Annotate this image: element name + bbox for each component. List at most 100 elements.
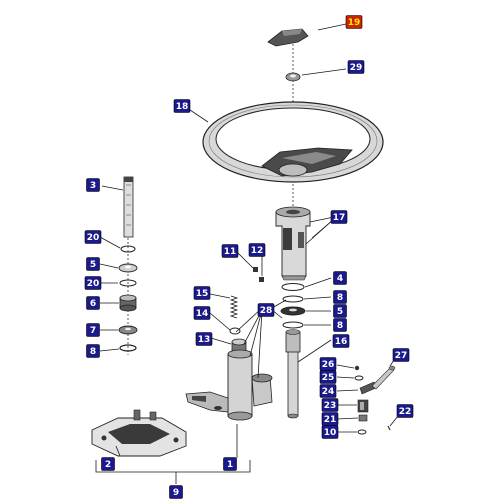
- callout-28-badge: 28: [257, 303, 275, 317]
- callout-5-badge: 5: [333, 304, 347, 318]
- callout-box: [173, 99, 191, 113]
- base-bracket-part: [91, 409, 187, 457]
- callout-box: [333, 318, 347, 332]
- callout-18-badge: 18: [173, 99, 191, 113]
- callout-1-badge: 1: [223, 457, 237, 471]
- callout-label: 27: [395, 351, 408, 361]
- callout-box: [333, 271, 347, 285]
- callout-label: 20: [87, 279, 100, 289]
- callout-label: 8: [90, 347, 96, 357]
- clip-12-part: [259, 277, 264, 282]
- callout-27-badge: 27: [392, 348, 410, 362]
- callout-9-badge: 9: [169, 485, 183, 499]
- callout-box: [319, 384, 337, 398]
- callout-13-badge: 13: [195, 332, 213, 346]
- callout-label: 23: [324, 401, 337, 411]
- callout-box: [86, 344, 100, 358]
- callout-box: [86, 257, 100, 271]
- callout-box: [333, 304, 347, 318]
- callout-box: [333, 290, 347, 304]
- callout-label: 12: [251, 246, 264, 256]
- callout-label: 17: [333, 213, 346, 223]
- snap-ring-8-left-part: [119, 344, 137, 352]
- snap-ring-8-upper-part: [282, 295, 304, 303]
- callout-11-badge: 11: [221, 244, 239, 258]
- ring-20-lower-part: [119, 279, 137, 287]
- ring-4-part: [281, 283, 305, 291]
- callout-23-badge: 23: [321, 398, 339, 412]
- callout-10-badge: 10: [321, 425, 339, 439]
- ring-10-part: [357, 429, 367, 435]
- clip-11-part: [253, 267, 258, 272]
- callout-19-badge: 19: [345, 15, 363, 29]
- callout-label: 10: [324, 428, 337, 438]
- rod-27-part: [371, 365, 396, 390]
- callout-box: [221, 244, 239, 258]
- callout-label: 22: [399, 407, 412, 417]
- callout-box: [248, 243, 266, 257]
- bushing-6-part: [119, 294, 137, 312]
- ring-20-upper-part: [120, 245, 136, 253]
- steering-shaft-part: [285, 329, 301, 419]
- spacer-21-part: [358, 414, 368, 422]
- pin-part: [123, 176, 134, 238]
- callout-4-badge: 4: [333, 271, 347, 285]
- callout-label: 1: [227, 460, 233, 470]
- block-23-part: [357, 399, 369, 413]
- callout-box: [396, 404, 414, 418]
- callout-14-badge: 14: [193, 306, 211, 320]
- callout-label: 26: [322, 360, 335, 370]
- callout-label: 28: [260, 306, 273, 316]
- callout-box: [332, 334, 350, 348]
- callout-8-badge: 8: [86, 344, 100, 358]
- column-bracket-part: [185, 349, 273, 421]
- callout-label: 20: [87, 233, 100, 243]
- callout-box: [330, 210, 348, 224]
- bushing-13-part: [231, 338, 247, 353]
- callout-16-badge: 16: [332, 334, 350, 348]
- callout-15-badge: 15: [193, 286, 211, 300]
- callout-label: 29: [350, 63, 363, 73]
- callout-box: [321, 412, 339, 426]
- callout-29-badge: 29: [347, 60, 365, 74]
- callout-20-badge: 20: [84, 276, 102, 290]
- ring-14-part: [229, 327, 241, 335]
- callout-8-badge: 8: [333, 290, 347, 304]
- steering-wheel-part: [202, 101, 384, 183]
- callout-label: 19: [348, 18, 361, 28]
- callout-box: [223, 457, 237, 471]
- callout-3-badge: 3: [86, 178, 100, 192]
- washer-25-part: [354, 375, 364, 381]
- callout-label: 14: [196, 309, 209, 319]
- callout-label: 13: [198, 335, 211, 345]
- callout-7-badge: 7: [86, 323, 100, 337]
- callout-box: [193, 306, 211, 320]
- callout-label: 11: [224, 247, 237, 257]
- callout-22-badge: 22: [396, 404, 414, 418]
- callout-label: 21: [324, 415, 337, 425]
- callout-8-badge: 8: [333, 318, 347, 332]
- pin-26-part: [354, 365, 360, 371]
- callout-26-badge: 26: [319, 357, 337, 371]
- callout-17-badge: 17: [330, 210, 348, 224]
- callout-box: [321, 398, 339, 412]
- callout-label: 6: [90, 299, 96, 309]
- callout-box: [392, 348, 410, 362]
- callout-label: 9: [173, 488, 179, 498]
- callout-box: [347, 60, 365, 74]
- callout-box: [193, 286, 211, 300]
- spring-part: [229, 295, 239, 319]
- callout-label: 5: [337, 307, 343, 317]
- callout-label: 8: [337, 293, 343, 303]
- callout-12-badge: 12: [248, 243, 266, 257]
- snap-ring-8-lower-part: [282, 321, 304, 329]
- callout-box: [86, 323, 100, 337]
- callout-21-badge: 21: [321, 412, 339, 426]
- callout-20-badge: 20: [84, 230, 102, 244]
- callout-label: 18: [176, 102, 189, 112]
- callout-label: 16: [335, 337, 348, 347]
- callout-6-badge: 6: [86, 296, 100, 310]
- callout-5-badge: 5: [86, 257, 100, 271]
